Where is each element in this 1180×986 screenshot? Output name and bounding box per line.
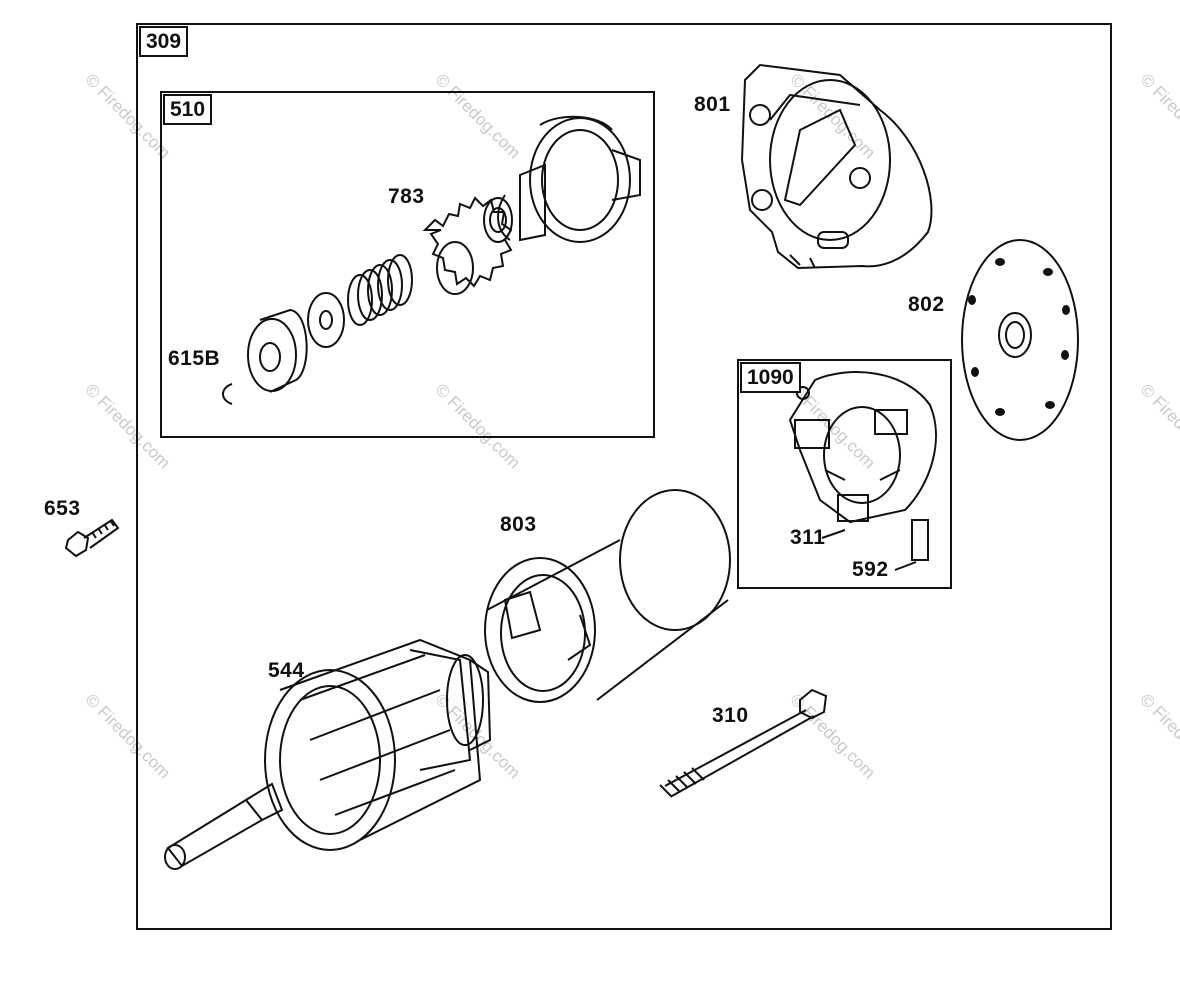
- washer-drawing: [307, 292, 345, 348]
- drive-kit-label: 510: [163, 94, 213, 125]
- part-label-592: 592: [852, 558, 889, 581]
- drive-kit-frame: [160, 91, 655, 438]
- part-label-311: 311: [790, 526, 826, 549]
- brush-kit-frame: [737, 359, 952, 589]
- assembly-number-label: 309: [139, 26, 189, 57]
- part-label-802: 802: [908, 293, 945, 316]
- brush-holder-drawing: [788, 371, 937, 571]
- retaining-ring-drawing: [222, 383, 233, 405]
- part-label-653: 653: [44, 497, 81, 520]
- bolt-653-drawing: [64, 518, 120, 558]
- part-label-783: 783: [388, 185, 425, 208]
- end-cap-drawing: [740, 63, 933, 270]
- part-label-310: 310: [712, 704, 749, 727]
- through-bolt-drawing: [659, 688, 828, 798]
- stop-collar-drawing: [247, 308, 308, 393]
- part-label-801: 801: [694, 93, 731, 116]
- drive-housing-drawing: [483, 115, 641, 243]
- part-label-803: 803: [500, 513, 537, 536]
- part-label-544: 544: [268, 659, 305, 682]
- part-label-615b: 615B: [168, 347, 221, 370]
- plate-drawing: [961, 239, 1079, 441]
- armature-drawing: [164, 638, 492, 870]
- spring-drawing: [347, 254, 413, 326]
- brush-kit-label: 1090: [740, 362, 801, 393]
- pinion-gear-drawing: [422, 196, 513, 295]
- motor-frame-drawing: [484, 489, 731, 703]
- assembly-frame: [136, 23, 1112, 930]
